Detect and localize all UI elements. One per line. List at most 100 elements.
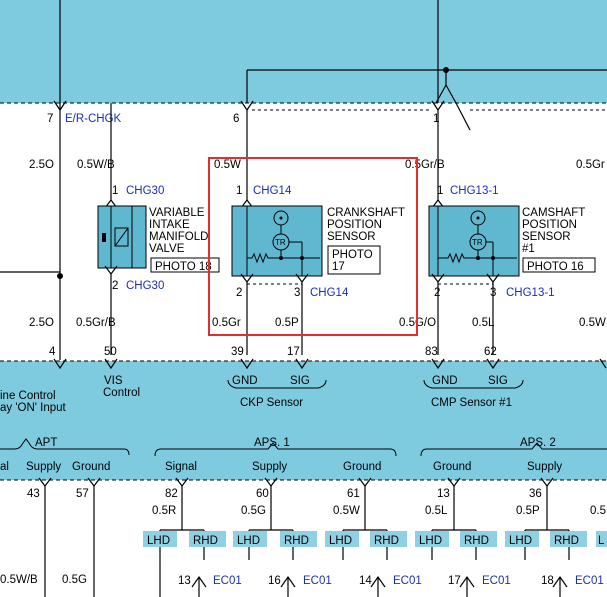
lower-pin-60: 60 xyxy=(256,488,269,500)
ecm-pin-50: 50 xyxy=(104,346,117,358)
highlight-box-ckp-sensor xyxy=(208,157,418,336)
ckp-top-pin: 1 xyxy=(236,185,242,197)
bottom-pin-18: 18 xyxy=(541,575,554,587)
aps2-bracket xyxy=(420,442,607,457)
cmp-name-line1: CAMSHAFT xyxy=(522,207,585,219)
cmp-bottom-connector: CHG13-1 xyxy=(506,287,555,299)
splice-dot-left xyxy=(57,273,63,279)
tag-rhd-3: RHD xyxy=(374,535,399,547)
lower-pin-13: 13 xyxy=(437,488,450,500)
tag-lhd-3: LHD xyxy=(329,535,352,547)
lower-wire-0.5W: 0.5W xyxy=(333,505,360,517)
lower-wire-0.5L: 0.5L xyxy=(425,505,448,517)
tag-lhd-2: LHD xyxy=(237,535,260,547)
bottom-ec01-connectors xyxy=(191,575,568,597)
lhd-rhd-tags: LHD RHD LHD RHD LHD RHD LHD RHD LHD RHD … xyxy=(143,531,607,547)
bottom-conn-ec01-3: EC01 xyxy=(393,575,422,587)
sub-label-signal-partial: al xyxy=(0,461,9,473)
group-label-aps2: APS. 2 xyxy=(520,437,556,449)
cmp-tr-label: TR xyxy=(472,238,483,247)
wire-label-0.5W-upper: 0.5W xyxy=(214,159,241,171)
cmp-sensor-component: 1 CHG13-1 TR CAMSHAFT POSITION SENSOR #1… xyxy=(428,185,596,299)
wire-label-0.5W/B-upper: 0.5W/B xyxy=(77,159,115,171)
lower-pin-36: 36 xyxy=(529,488,542,500)
bottom-conn-ec01-1: EC01 xyxy=(213,575,242,587)
sub-label-aps1-signal: Signal xyxy=(165,461,197,473)
ecm-vis-line2: Control xyxy=(103,387,140,399)
tag-rhd-4: RHD xyxy=(464,535,489,547)
sub-label-aps1-supply: Supply xyxy=(252,461,287,473)
lower-pin-43: 43 xyxy=(27,488,40,500)
vis-name-line1: VARIABLE xyxy=(149,207,205,219)
vis-photo-ref: PHOTO 18 xyxy=(155,261,212,273)
lower-pin-61: 61 xyxy=(347,488,360,500)
ecm-panel xyxy=(0,361,607,480)
ckp-bottom-pin-3: 3 xyxy=(294,287,300,299)
vis-name-line3: MANIFOLD xyxy=(149,231,208,243)
ecm-pin-62: 62 xyxy=(484,346,497,358)
ecm-ckp-sig: SIG xyxy=(290,375,310,387)
bottom-conn-ec01-4: EC01 xyxy=(482,575,511,587)
wire-label-2.5O-middle: 2.5O xyxy=(29,317,54,329)
cmp-photo-box xyxy=(522,257,596,273)
top-pin-1-number: 1 xyxy=(433,113,439,125)
lower-wire-0.5P: 0.5P xyxy=(516,505,540,517)
wire-label-0.5Gr-middle: 0.5Gr xyxy=(212,317,241,329)
ecm-cmp-name: CMP Sensor #1 xyxy=(431,397,512,409)
ckp-name-line1: CRANKSHAFT xyxy=(327,207,405,219)
top-pin-7-connector: E/R-CHGK xyxy=(65,113,122,125)
ecm-cmp-sig: SIG xyxy=(488,375,508,387)
lower-pin-57: 57 xyxy=(76,488,89,500)
cmp-top-connector: CHG13-1 xyxy=(450,185,499,197)
ckp-name-line3: SENSOR xyxy=(327,231,376,243)
top-connector-pin-7: 7 E/R-CHGK xyxy=(47,100,122,125)
bottom-pin-17: 17 xyxy=(448,575,461,587)
upper-harness-panel xyxy=(0,0,607,103)
splice-dot-top xyxy=(443,67,449,73)
cmp-resistor-icon xyxy=(438,252,470,264)
vis-name-line2: INTAKE xyxy=(149,219,190,231)
ecm-pin-markers xyxy=(53,358,607,370)
wire-label-2.5O-upper: 2.5O xyxy=(29,159,54,171)
tag-rhd-1: RHD xyxy=(193,535,218,547)
vis-photo-box xyxy=(150,257,220,273)
bottom-conn-ec01-5: EC01 xyxy=(575,575,604,587)
sub-label-apt-ground: Ground xyxy=(72,461,110,473)
lower-wire-0.5R: 0.5R xyxy=(152,505,176,517)
vis-bottom-connector: CHG30 xyxy=(126,280,164,292)
ecm-pin-39: 39 xyxy=(231,346,244,358)
ecm-engine-control-line1: ine Control xyxy=(0,390,56,402)
tag-rhd-2: RHD xyxy=(284,535,309,547)
top-pin-7-number: 7 xyxy=(47,113,53,125)
bottom-pin-14: 14 xyxy=(359,575,372,587)
bottom-wire-0.5G: 0.5G xyxy=(62,574,87,586)
ecm-engine-control-line2: ay 'ON' Input xyxy=(0,402,67,414)
ckp-photo-line2: 17 xyxy=(332,261,345,273)
cmp-name-line4: #1 xyxy=(522,243,535,255)
vis-valve-component: 1 CHG30 VARIABLE INTAKE MANIFOLD VALVE P… xyxy=(97,185,220,292)
tag-lhd-1: LHD xyxy=(147,535,170,547)
ecm-cmp-gnd: GND xyxy=(432,375,458,387)
ckp-resistor-icon xyxy=(247,252,273,264)
tag-lhd-6-partial: L xyxy=(598,535,605,547)
ckp-sensor-component: 1 CHG14 TR CRANKSHAFT POSITION SENSOR PH… xyxy=(231,185,405,299)
vis-top-pin: 1 xyxy=(112,185,118,197)
wire-label-0.5Gr/B-upper: 0.5Gr/B xyxy=(405,159,445,171)
cmp-name-line3: SENSOR xyxy=(522,231,571,243)
bottom-pin-13: 13 xyxy=(178,575,191,587)
lower-wire-0.5-partial: 0.5 xyxy=(590,505,606,517)
bottom-pin-16: 16 xyxy=(268,575,281,587)
vis-top-connector: CHG30 xyxy=(126,185,164,197)
ckp-bracket xyxy=(227,379,327,389)
group-label-aps1: APS. 1 xyxy=(254,437,290,449)
bottom-conn-ec01-2: EC01 xyxy=(303,575,332,587)
aps1-bracket xyxy=(154,442,397,457)
apt-bracket xyxy=(0,438,130,456)
ckp-bottom-pin-2: 2 xyxy=(236,287,242,299)
bottom-wire-0.5W/B: 0.5W/B xyxy=(0,574,38,586)
sub-label-apt-supply: Supply xyxy=(26,461,61,473)
ecm-pin-83: 83 xyxy=(425,346,438,358)
wire-label-0.5Gr/B-middle: 0.5Gr/B xyxy=(76,317,116,329)
